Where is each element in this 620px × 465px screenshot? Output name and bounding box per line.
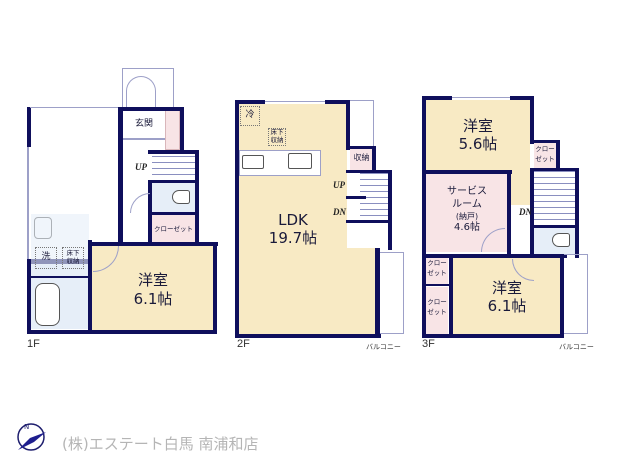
toilet-icon	[172, 190, 190, 204]
fridge-space	[240, 106, 260, 126]
room-label-service-1: サービス	[447, 186, 487, 197]
balcony-label: バルコニー	[366, 343, 401, 351]
washer-space	[35, 247, 57, 269]
underfloor-label-1: 床下	[270, 128, 284, 136]
stairs-up-label: UP	[135, 162, 147, 172]
balcony-label: バルコニー	[559, 343, 594, 351]
ldk-extension	[347, 248, 375, 334]
svg-text:N: N	[24, 423, 29, 431]
stairs-dn-label: DN	[519, 207, 532, 217]
toilet-icon	[552, 233, 570, 247]
stairs-1f	[152, 154, 195, 180]
fridge-label: 冷	[245, 110, 255, 120]
closet-label-2: ゼット	[427, 269, 447, 277]
underfloor-storage-1f	[62, 247, 84, 269]
room-label-western-5-6: 洋室	[462, 117, 493, 135]
closet-1f	[152, 215, 195, 243]
ldk-room	[239, 104, 347, 334]
underfloor-label-2: 収納	[66, 257, 80, 265]
compass-icon: N	[17, 423, 46, 451]
room-label-entrance: 玄関	[134, 119, 153, 129]
room-note-storage: (納戸)	[455, 212, 479, 221]
kitchen-counter	[239, 150, 321, 176]
western-room-5-6	[426, 100, 530, 172]
balcony-3f	[564, 254, 588, 334]
room-size-service: 4.6帖	[454, 222, 480, 233]
underfloor-label-2: 収納	[270, 136, 284, 144]
balcony-2f	[380, 252, 404, 334]
porch-outline	[122, 68, 174, 120]
stairs-3f	[534, 171, 575, 225]
closet-label-1: クロー	[427, 259, 447, 267]
room-label-storage: 収納	[353, 153, 370, 162]
bathtub-icon	[35, 283, 60, 326]
shoe-box	[165, 110, 180, 150]
sink-icon	[288, 153, 312, 169]
underfloor-label-1: 床下	[66, 249, 80, 257]
washer-label: 洗	[41, 252, 51, 262]
room-size-ldk: 19.7帖	[268, 229, 318, 247]
stairs-dn-label: DN	[333, 207, 346, 217]
room-size-western: 6.1帖	[133, 290, 173, 308]
room-label-ldk: LDK	[278, 211, 308, 229]
room-size-western-6-1: 6.1帖	[487, 297, 527, 315]
closet-3f-left-2	[426, 287, 448, 334]
storage-2f	[350, 148, 372, 170]
closet-label-2: ゼット	[535, 155, 555, 163]
closet-3f-left-1	[426, 258, 448, 284]
closet-label-1: クロー	[535, 145, 555, 153]
closet-3f-upper	[534, 143, 556, 169]
bay-window	[350, 100, 374, 148]
room-label-western: 洋室	[137, 271, 168, 289]
room-size-western-5-6: 5.6帖	[458, 135, 498, 153]
compass-logo: N	[14, 420, 48, 454]
entrance-area	[123, 109, 165, 141]
door-arc-icon	[130, 193, 150, 213]
room-label-closet: クローゼット	[154, 225, 193, 233]
room-label-western-6-1: 洋室	[491, 279, 522, 297]
room-label-service-2: ルーム	[452, 199, 482, 210]
stove-icon	[242, 155, 264, 169]
floor-label-2f: 2F	[237, 338, 250, 350]
underfloor-storage-2f	[268, 128, 286, 146]
western-room-6-1-3f	[453, 258, 561, 334]
entrance-door-icon	[126, 76, 156, 116]
stairs-up-label: UP	[333, 180, 345, 190]
floor-label-3f: 3F	[422, 338, 435, 350]
floor-label-1f: 1F	[27, 338, 40, 350]
company-name: (株)エステート白馬 南浦和店	[62, 435, 259, 453]
closet-label-1: クロー	[427, 298, 447, 306]
closet-label-2: ゼット	[427, 308, 447, 316]
